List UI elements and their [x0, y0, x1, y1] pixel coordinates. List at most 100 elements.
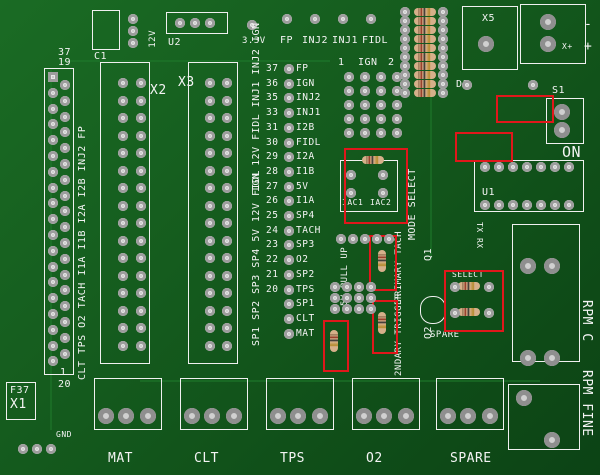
pad [48, 166, 58, 177]
pad [136, 200, 146, 211]
pin-label: IGN [296, 77, 315, 89]
pad [60, 332, 70, 343]
pad [205, 253, 215, 263]
pad [376, 128, 386, 138]
pad [508, 162, 518, 172]
label-xplus: X+ [562, 42, 573, 51]
pad [60, 301, 70, 312]
pad [284, 284, 294, 295]
pin-label: INJ2 [296, 92, 321, 104]
label-3v3: 3.3V [242, 36, 266, 46]
pad [222, 340, 232, 351]
pad [400, 7, 410, 17]
c1-outline [92, 10, 120, 50]
pad [222, 130, 232, 141]
pad [222, 95, 232, 106]
pad [438, 16, 448, 26]
ref-x2: X2 [150, 83, 167, 98]
connector-pad [184, 408, 200, 424]
pad [118, 200, 128, 211]
pad [118, 165, 128, 176]
pad [360, 86, 370, 96]
pad [136, 218, 146, 228]
connector-pad [290, 408, 306, 424]
ref-u1: U1 [482, 187, 496, 198]
pad [336, 234, 346, 244]
pin-number: 37 [266, 63, 279, 74]
pad [284, 196, 294, 207]
label-tx-rx: TX RX [475, 222, 484, 249]
pad [392, 100, 402, 110]
pad [118, 323, 128, 333]
pad [366, 282, 376, 292]
ref-x1: X1 [10, 397, 27, 412]
pin-label: INJ1 [296, 107, 321, 119]
pad [48, 324, 58, 335]
pad [48, 135, 58, 146]
resistor [414, 17, 436, 25]
pin-37-label: 37 [58, 47, 72, 58]
pad [60, 190, 70, 201]
pad [400, 79, 410, 89]
label-rpm-c: RPM C [579, 300, 594, 342]
pad [205, 130, 215, 141]
pad [205, 165, 215, 176]
pin-number: 36 [266, 77, 279, 89]
pad [284, 108, 294, 119]
pad [48, 230, 58, 240]
pin-number: 29 [266, 151, 279, 163]
ref-gnd: GND [56, 430, 72, 439]
pad [118, 183, 128, 193]
pad [284, 181, 294, 192]
pad [284, 313, 294, 324]
top-label-inj1: INJ1 [332, 35, 359, 46]
pad [222, 235, 232, 246]
pin-label: SP4 [296, 210, 315, 221]
pad [522, 200, 532, 210]
db37-header-outline [44, 68, 74, 375]
label-iac2: IAC2 [370, 198, 392, 207]
label-minus: - [584, 17, 593, 32]
pad [222, 305, 232, 316]
pad [222, 148, 232, 158]
pad [508, 200, 518, 210]
pad [60, 206, 70, 217]
resistor [414, 89, 436, 97]
connector-pad [270, 408, 286, 424]
pad [354, 293, 364, 303]
pad [360, 114, 370, 124]
pad [438, 88, 448, 98]
connector-outline [436, 378, 504, 430]
pad [205, 148, 215, 158]
pad [564, 162, 574, 172]
pad [222, 218, 232, 228]
pad [136, 288, 146, 298]
resistor [414, 44, 436, 52]
pad [344, 100, 354, 110]
top-label-fidl: FIDL [362, 35, 389, 46]
pad [60, 80, 70, 90]
pad [48, 277, 58, 288]
connector-pad [140, 408, 156, 424]
pad [376, 114, 386, 124]
pad [48, 182, 58, 193]
pad [284, 137, 294, 148]
connector-outline [266, 378, 334, 430]
pad [136, 340, 146, 351]
pin-label: I1B [296, 165, 315, 177]
connector-pad [118, 408, 134, 424]
pad [222, 200, 232, 211]
pad [372, 234, 382, 244]
pad [118, 340, 128, 351]
pad [284, 240, 294, 251]
label-select: SELECT [452, 270, 484, 279]
pad [222, 165, 232, 176]
pad [48, 119, 58, 130]
highlight-box [369, 235, 397, 291]
pad [344, 114, 354, 124]
pad [438, 7, 448, 17]
pad [205, 305, 215, 316]
pad [344, 86, 354, 96]
pad [222, 253, 232, 263]
pad [284, 225, 294, 236]
